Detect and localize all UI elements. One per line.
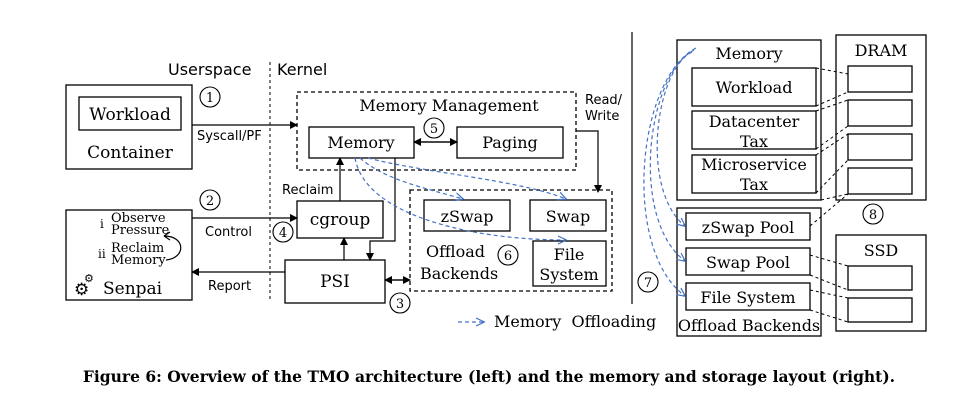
dram-slot-1 xyxy=(847,65,913,93)
map-datacenter-dram-2 xyxy=(815,125,849,150)
report-label: Report xyxy=(208,279,251,294)
reclaim-label: Reclaim xyxy=(282,183,333,198)
container-box xyxy=(65,84,193,170)
ssd-label: SSD xyxy=(864,241,898,260)
datacenter-tax-box xyxy=(691,110,817,150)
cgroup-label: cgroup xyxy=(310,210,371,230)
step-4-marker xyxy=(272,221,294,243)
offload-arrow-right-swap xyxy=(649,49,695,261)
legend-offloading-label: Memory Offloading xyxy=(494,312,656,331)
userspace-label: Userspace xyxy=(168,60,251,79)
map-zswap-dram xyxy=(809,193,849,227)
memory-left-label: Memory xyxy=(327,133,394,152)
microservice-tax-label: Tax xyxy=(740,175,768,194)
offload-arrow-right-filesystem xyxy=(643,47,697,296)
memory-right-title: Memory xyxy=(715,44,782,63)
gear-icon-small: ⚙ xyxy=(84,272,94,285)
step-2-marker xyxy=(199,189,221,211)
kernel-label: Kernel xyxy=(277,60,327,79)
memory-management-title: Memory Management xyxy=(359,96,539,115)
ssd-slot-1 xyxy=(847,265,913,291)
ssd-box xyxy=(835,234,927,332)
file-system-box-left xyxy=(532,240,607,287)
swap-pool-label: Swap Pool xyxy=(706,253,790,272)
offload-label: Offload xyxy=(426,242,485,261)
step-7-number: 7 xyxy=(644,276,652,291)
paging-label: Paging xyxy=(482,133,538,152)
microservice-tax-box xyxy=(691,154,817,194)
step-7-marker xyxy=(637,271,659,293)
step-3-marker xyxy=(389,292,411,314)
reclaim-item-label: Reclaim xyxy=(111,241,164,256)
dram-box xyxy=(835,34,927,201)
step-4-number: 4 xyxy=(279,226,287,241)
dram-slot-2 xyxy=(847,99,913,127)
step-5-number: 5 xyxy=(430,122,438,137)
step-3-number: 3 xyxy=(396,297,404,312)
dram-slot-3 xyxy=(847,133,913,161)
gear-icon: ⚙ xyxy=(74,280,89,300)
microservice-label: Microservice xyxy=(701,155,807,174)
dram-slot-4 xyxy=(847,167,913,195)
observe-numeral: i xyxy=(100,217,104,231)
map-memory-dram xyxy=(820,193,849,201)
map-filesystem-ssd xyxy=(809,289,849,299)
workload-left-label: Workload xyxy=(89,105,171,125)
senpai-box xyxy=(65,209,193,301)
backends-label: Backends xyxy=(420,264,498,283)
map-swappool-ssd xyxy=(809,254,849,267)
step-1-number: 1 xyxy=(206,91,214,106)
memory-psi-arrow xyxy=(366,158,396,261)
swap-box xyxy=(529,199,607,232)
swap-label: Swap xyxy=(546,207,590,226)
pressure-label: Pressure xyxy=(111,223,170,238)
offload-backends-right-label: Offload Backends xyxy=(678,316,820,335)
offload-arrow-swap xyxy=(367,157,566,199)
step-5-marker xyxy=(423,117,445,139)
step-6-marker xyxy=(497,244,519,266)
figure-caption: Figure 6: Overview of the TMO architectu… xyxy=(83,367,895,386)
senpai-loop-arrow xyxy=(163,231,182,261)
step-6-number: 6 xyxy=(504,249,512,264)
senpai-label: Senpai xyxy=(103,279,163,299)
read-write-label-1: Read/ xyxy=(585,93,623,108)
psi-label: PSI xyxy=(320,272,350,292)
file-system-left-label-1: File xyxy=(554,245,585,264)
read-write-label-2: Write xyxy=(585,109,619,124)
map-microservice-dram xyxy=(815,133,849,156)
step-1-marker xyxy=(199,86,221,108)
container-label: Container xyxy=(87,143,174,163)
memory-box-right xyxy=(676,39,822,201)
offload-backends-right-box xyxy=(676,207,822,337)
step-8-marker xyxy=(862,203,884,225)
file-system-left-label-2: System xyxy=(539,265,598,284)
offload-arrow-filesystem xyxy=(354,157,566,240)
step-8-number: 8 xyxy=(869,208,877,223)
map-filesystem-ssd-2 xyxy=(809,309,849,323)
offload-arrow-right-zswap xyxy=(656,51,693,226)
control-label: Control xyxy=(205,225,252,240)
syscall-label: Syscall/PF xyxy=(197,129,262,144)
dram-label: DRAM xyxy=(855,41,908,60)
step-2-number: 2 xyxy=(206,194,214,209)
datacenter-tax-label: Tax xyxy=(740,132,768,151)
datacenter-label: Datacenter xyxy=(709,112,800,131)
observe-label: Observe xyxy=(111,211,166,226)
map-swappool-ssd-2 xyxy=(809,274,849,291)
zswap-label: zSwap xyxy=(441,207,494,226)
file-system-right-label: File System xyxy=(700,288,795,307)
offload-backends-box xyxy=(409,189,613,292)
workload-box-left xyxy=(78,96,182,131)
zswap-pool-label: zSwap Pool xyxy=(702,218,794,237)
offload-arrow-zswap xyxy=(359,157,463,199)
workload-box-right xyxy=(691,67,817,107)
reclaim-numeral: ii xyxy=(98,247,106,261)
workload-right-label: Workload xyxy=(716,78,793,97)
read-write-arrow xyxy=(576,130,602,193)
ssd-slot-2 xyxy=(847,297,913,323)
map-microservice-dram-2 xyxy=(815,159,849,194)
memory-item-label: Memory xyxy=(111,253,166,268)
